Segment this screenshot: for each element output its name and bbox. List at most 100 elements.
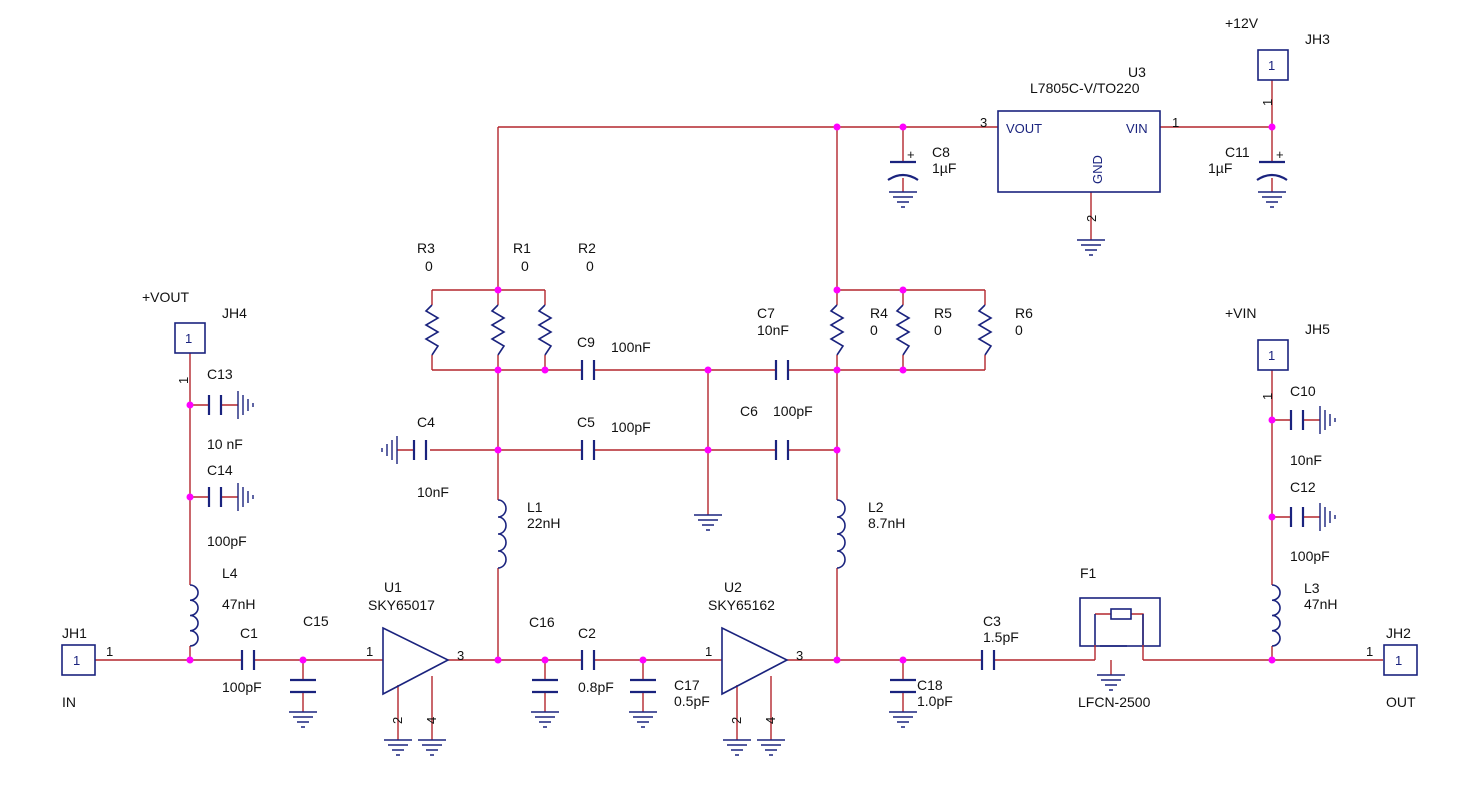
junction-dot bbox=[541, 656, 549, 664]
component-value: 0 bbox=[425, 258, 433, 274]
junction-dot bbox=[186, 493, 194, 501]
component-ref: C3 bbox=[983, 613, 1001, 629]
resistor-r3[interactable] bbox=[424, 304, 440, 356]
component-value: 47nH bbox=[1304, 596, 1337, 612]
junction-dot bbox=[1268, 513, 1276, 521]
header-ref: JH4 bbox=[222, 305, 247, 321]
capacitor-c4[interactable] bbox=[412, 440, 428, 460]
amplifier-u1[interactable]: 1 3 2 4 bbox=[366, 626, 464, 724]
component-ref: C12 bbox=[1290, 479, 1316, 495]
component-ref: C17 bbox=[674, 677, 700, 693]
header-jh4[interactable]: 1 bbox=[174, 322, 206, 354]
junction-dot bbox=[494, 446, 502, 454]
component-value: 1.0pF bbox=[917, 693, 953, 709]
header-jh5[interactable]: 1 bbox=[1257, 339, 1289, 371]
component-value: 1µF bbox=[1208, 160, 1232, 176]
capacitor-c10[interactable] bbox=[1289, 410, 1305, 430]
capacitor-c7[interactable] bbox=[774, 360, 790, 380]
regulator-u3[interactable]: VOUT VIN GND 3 1 2 bbox=[980, 110, 1179, 222]
capacitor-c13[interactable] bbox=[207, 395, 223, 415]
capacitor-c1[interactable] bbox=[240, 650, 256, 670]
component-ref: R3 bbox=[417, 240, 435, 256]
pin-number: 1 bbox=[1260, 393, 1275, 400]
junction-dot bbox=[833, 366, 841, 374]
component-ref: C10 bbox=[1290, 383, 1316, 399]
junction-dot bbox=[899, 366, 907, 374]
component-ref: R4 bbox=[870, 305, 888, 321]
junction-dot bbox=[899, 123, 907, 131]
component-ref: L2 bbox=[868, 499, 884, 515]
junction-dot bbox=[1268, 656, 1276, 664]
header-ref: JH3 bbox=[1305, 31, 1330, 47]
capacitor-c5[interactable] bbox=[580, 440, 596, 460]
header-ref: JH2 bbox=[1386, 625, 1411, 641]
header-jh3[interactable]: 1 bbox=[1257, 49, 1289, 81]
capacitor-c6[interactable] bbox=[774, 440, 790, 460]
resistor-r6[interactable] bbox=[977, 304, 993, 356]
wires bbox=[95, 80, 1383, 740]
component-ref: C18 bbox=[917, 677, 943, 693]
component-value: 1µF bbox=[932, 160, 956, 176]
capacitor-c9[interactable] bbox=[580, 360, 596, 380]
inductor-l2[interactable] bbox=[836, 499, 846, 569]
resistor-r5[interactable] bbox=[895, 304, 911, 356]
pin-number: 1 bbox=[106, 644, 113, 659]
capacitor-c2[interactable] bbox=[580, 650, 596, 670]
component-value: 100pF bbox=[207, 533, 247, 549]
component-value: 0 bbox=[934, 322, 942, 338]
amplifier-u2[interactable]: 1 3 2 4 bbox=[705, 626, 803, 724]
component-ref: C2 bbox=[578, 625, 596, 641]
inductor-l4[interactable] bbox=[189, 584, 199, 647]
resistor-r4[interactable] bbox=[829, 304, 845, 356]
junction-dot bbox=[1268, 416, 1276, 424]
pin-number: 1 bbox=[1172, 115, 1179, 130]
component-ref: C11 bbox=[1225, 144, 1250, 160]
svg-text:2: 2 bbox=[390, 717, 405, 724]
capacitor-c11[interactable]: + bbox=[1256, 147, 1288, 181]
component-value: 10nF bbox=[1290, 452, 1322, 468]
pin-label-vin: VIN bbox=[1126, 121, 1148, 136]
capacitor-c8[interactable]: + bbox=[887, 147, 919, 181]
component-ref: L1 bbox=[527, 499, 543, 515]
net-label: +VIN bbox=[1225, 305, 1257, 321]
capacitor-c3[interactable] bbox=[980, 650, 996, 670]
junction-dot bbox=[833, 286, 841, 294]
inductor-l1[interactable] bbox=[497, 499, 507, 569]
component-ref: U1 bbox=[384, 579, 402, 595]
junction-dot bbox=[186, 401, 194, 409]
component-ref: C9 bbox=[577, 334, 595, 350]
net-label: +VOUT bbox=[142, 289, 190, 305]
svg-text:2: 2 bbox=[729, 717, 744, 724]
pin-number: 3 bbox=[980, 115, 987, 130]
component-ref: R6 bbox=[1015, 305, 1033, 321]
header-jh2[interactable]: 1 bbox=[1383, 644, 1418, 676]
component-value: 1.5pF bbox=[983, 629, 1019, 645]
component-value: 10 nF bbox=[207, 436, 243, 452]
component-ref: R2 bbox=[578, 240, 596, 256]
resistor-r2[interactable] bbox=[537, 304, 553, 356]
component-ref: C15 bbox=[303, 613, 329, 629]
capacitor-c12[interactable] bbox=[1289, 507, 1305, 527]
component-ref: U2 bbox=[724, 579, 742, 595]
pin-label-vout: VOUT bbox=[1006, 121, 1042, 136]
capacitor-c15[interactable] bbox=[290, 678, 316, 694]
inductor-l3[interactable] bbox=[1271, 584, 1281, 647]
component-ref: R5 bbox=[934, 305, 952, 321]
component-value: 22nH bbox=[527, 515, 560, 531]
component-value: 0.8pF bbox=[578, 679, 614, 695]
resistor-r1[interactable] bbox=[490, 304, 506, 356]
capacitor-c17[interactable] bbox=[630, 678, 656, 694]
junction-dot bbox=[494, 656, 502, 664]
component-part: SKY65017 bbox=[368, 597, 435, 613]
capacitor-c16[interactable] bbox=[532, 678, 558, 694]
svg-text:1: 1 bbox=[73, 653, 80, 668]
capacitor-c18[interactable] bbox=[890, 678, 916, 694]
junction-dot bbox=[833, 123, 841, 131]
filter-f1[interactable] bbox=[1079, 597, 1161, 660]
capacitor-c14[interactable] bbox=[207, 487, 223, 507]
component-value: 100pF bbox=[773, 403, 813, 419]
svg-text:1: 1 bbox=[1395, 653, 1402, 668]
header-jh1[interactable]: 1 bbox=[61, 644, 96, 676]
component-ref: C13 bbox=[207, 366, 233, 382]
